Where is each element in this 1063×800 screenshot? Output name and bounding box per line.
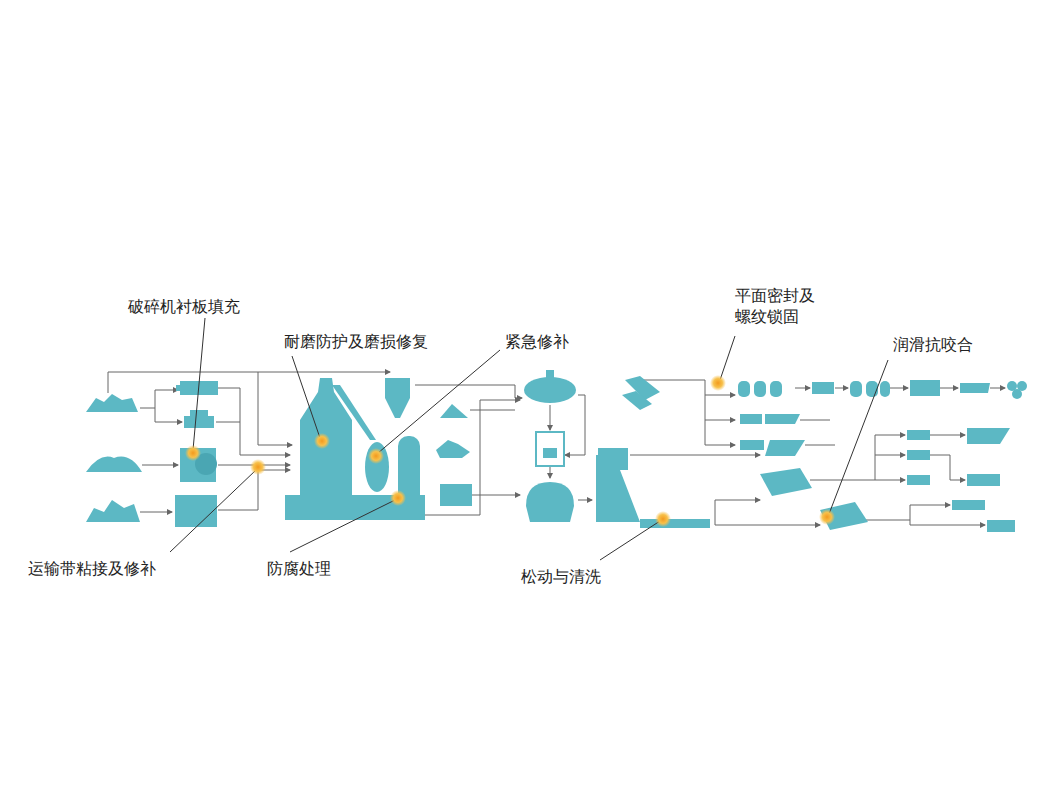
leader-lines [170,318,888,560]
callout-label: 平面密封及 螺纹锁固 [733,285,827,327]
equipment [86,370,1027,532]
flow-lines [108,372,1005,525]
callout-label: 运输带粘接及修补 [26,558,158,579]
callout-label: 防腐处理 [265,558,333,579]
callout-label: 耐磨防护及磨损修复 [282,331,430,352]
callout-label: 紧急修补 [503,331,571,352]
callout-label: 破碎机衬板填充 [126,296,242,317]
callout-label: 润滑抗咬合 [891,334,975,355]
callout-label: 松动与清洗 [519,566,603,587]
highlight-dots [185,375,835,527]
